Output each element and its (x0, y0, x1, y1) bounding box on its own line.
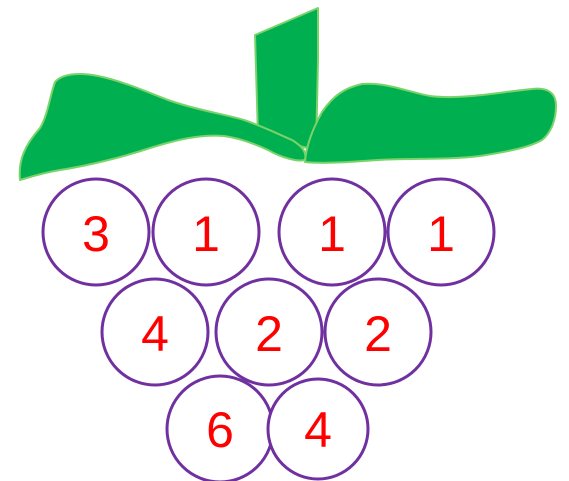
grape-number: 1 (427, 206, 455, 262)
grape-number: 2 (364, 306, 392, 362)
grape-number: 4 (141, 306, 169, 362)
grape-number: 3 (82, 206, 110, 262)
grape-number: 1 (192, 206, 220, 262)
grape-number: 2 (255, 306, 283, 362)
grape-number: 1 (318, 206, 346, 262)
right-leaf-shape (305, 84, 556, 163)
grape-number: 6 (206, 402, 234, 458)
grape-number: 4 (304, 402, 332, 458)
